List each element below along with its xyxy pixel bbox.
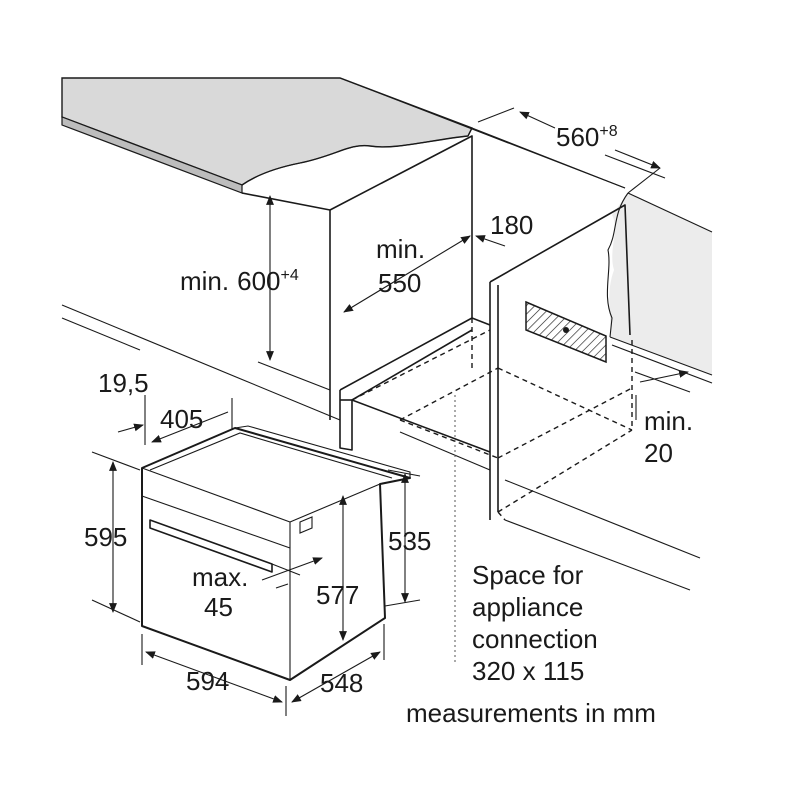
- side-gap-value-label: 20: [644, 438, 673, 468]
- units-note: measurements in mm: [406, 698, 656, 728]
- floor-line-mid: [399, 431, 491, 471]
- oven-overhang-label: 19,5: [98, 368, 149, 398]
- cabinet-width-label: 560+8: [556, 122, 618, 152]
- cabinet-depth-min-label: min.: [376, 234, 425, 264]
- floor-line-right: [504, 479, 701, 559]
- oven-offset-label: 405: [160, 404, 203, 434]
- hidden-lines: [351, 318, 633, 521]
- oven-width-label: 594: [186, 666, 229, 696]
- oven-depth-label: 548: [320, 668, 363, 698]
- side-gap-min-label: min.: [644, 406, 693, 436]
- floor-line-front: [61, 317, 141, 351]
- dimension-lines: [91, 107, 689, 716]
- worktop: [61, 77, 473, 194]
- connection-note-line3: connection: [472, 624, 598, 654]
- handle-max-value-label: 45: [204, 592, 233, 622]
- oven-body-height-label: 577: [316, 580, 359, 610]
- cabinet-height-label: min.600+4: [180, 266, 299, 296]
- connection-box: [525, 300, 607, 364]
- connection-note-line4: 320 x 115: [472, 656, 584, 686]
- handle-max-prefix-label: max.: [192, 562, 248, 592]
- oven: [141, 425, 411, 681]
- connection-note-line1: Space for: [472, 560, 584, 590]
- connection-note-line2: appliance: [472, 592, 583, 622]
- floor-line-back: [61, 304, 341, 421]
- oven-front-height-label: 595: [84, 522, 127, 552]
- cabinet-niche: [241, 135, 631, 520]
- wall-back-line: [471, 127, 626, 189]
- cabinet-depth-value-label: 550: [378, 268, 421, 298]
- oven-side-height-label: 535: [388, 526, 431, 556]
- back-gap-label: 180: [490, 210, 533, 240]
- worktop-right: [606, 192, 713, 393]
- floor-line-right-lower: [504, 519, 691, 591]
